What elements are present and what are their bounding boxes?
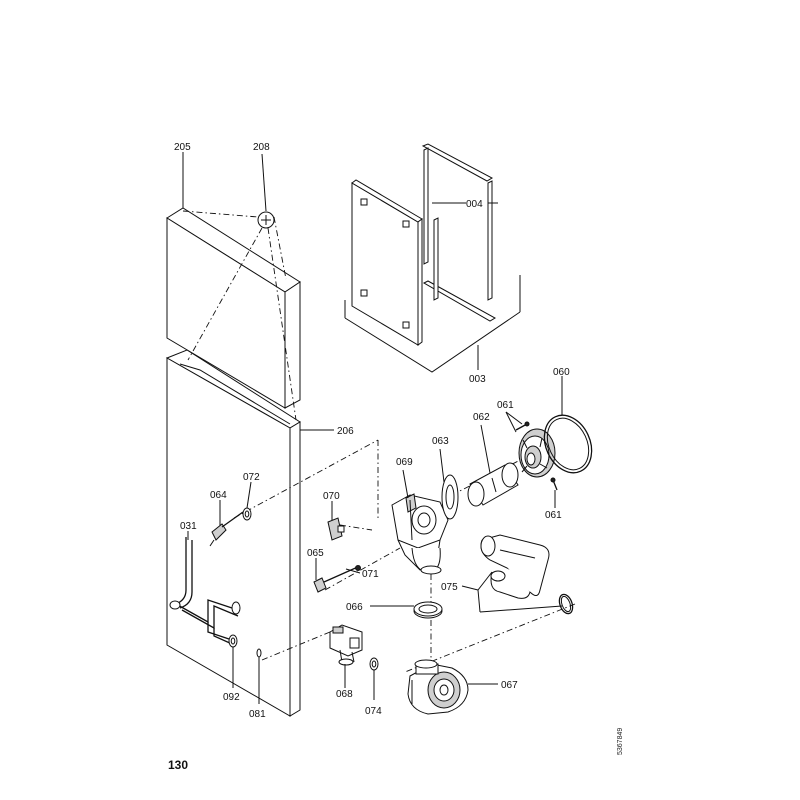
label-063: 063 [432,436,449,447]
label-062: 062 [473,412,490,423]
fan-067 [407,659,469,715]
gasket-074 [369,657,379,671]
label-003: 003 [469,374,486,385]
seal-ring-060 [543,414,593,474]
label-081: 081 [249,709,266,720]
page-number: 130 [168,758,189,772]
leader-lines [182,152,563,704]
label-004: 004 [466,199,483,210]
label-206: 206 [337,426,354,437]
screw-061-top [515,421,530,431]
seal-strips-004 [421,143,497,322]
label-068: 068 [336,689,353,700]
igniter-070 [327,517,345,541]
air-duct-075 [480,534,550,599]
burner-flange-061 [518,428,556,478]
ionisation-electrode-065 [313,565,361,593]
electrode-064 [209,511,244,547]
label-208: 208 [253,142,270,153]
burner-tube-062 [467,462,519,507]
label-072: 072 [243,472,260,483]
gas-pipe-031 [169,537,241,645]
label-071: 071 [362,569,379,580]
gas-valve-068 [329,624,363,666]
part-labels: 205 208 004 003 206 060 061 062 063 069 … [174,142,570,720]
back-panel [351,179,423,346]
fastener-208 [257,211,275,229]
label-061-bottom: 061 [545,510,562,521]
gasket-063 [441,474,459,520]
burner-housing-069 [391,493,449,575]
label-069: 069 [396,457,413,468]
gasket-092 [228,634,238,648]
label-074: 074 [365,706,382,717]
label-066: 066 [346,602,363,613]
label-065: 065 [307,548,324,559]
frame-003 [344,275,521,373]
reference-code: 5367849 [617,727,624,755]
label-031: 031 [180,521,197,532]
front-cover-205 [166,207,301,409]
screw-061-bottom [550,477,558,491]
seal-ring-075 [558,593,574,615]
label-070: 070 [323,491,340,502]
gasket-066 [413,601,443,619]
label-075: 075 [441,582,458,593]
label-060: 060 [553,367,570,378]
label-092: 092 [223,692,240,703]
gasket-072 [242,507,252,521]
label-061-top: 061 [497,400,514,411]
label-067: 067 [501,680,518,691]
inner-panel-206 [165,349,301,717]
label-064: 064 [210,490,227,501]
label-205: 205 [174,142,191,153]
clip-081 [256,648,262,658]
